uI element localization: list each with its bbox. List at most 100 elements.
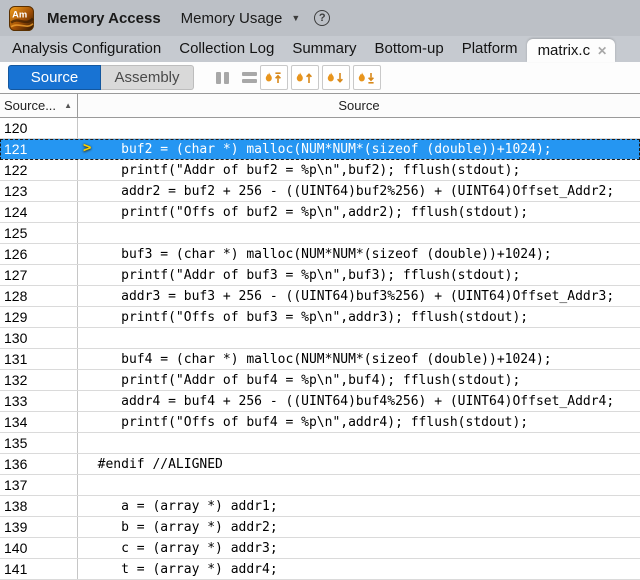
help-icon[interactable]: ?: [314, 10, 331, 26]
tab-analysis-configuration[interactable]: Analysis Configuration: [12, 40, 162, 57]
table-row[interactable]: 133 > addr4 = buf4 + 256 - ((UINT64)buf4…: [0, 391, 640, 412]
source-header-label: Source: [338, 98, 380, 113]
source-code-cell: > printf("Offs of buf4 = %p\n",addr4); f…: [78, 412, 640, 432]
table-row[interactable]: 141 > t = (array *) addr4;: [0, 559, 640, 580]
tab-summary[interactable]: Summary: [292, 40, 357, 57]
line-number-cell: 136: [0, 454, 78, 474]
line-number-cell: 124: [0, 202, 78, 222]
tab-matrix-c[interactable]: matrix.c ✕: [526, 39, 616, 62]
line-number-cell: 120: [0, 118, 78, 138]
table-row[interactable]: 134 > printf("Offs of buf4 = %p\n",addr4…: [0, 412, 640, 433]
table-row[interactable]: 136 > #endif //ALIGNED: [0, 454, 640, 475]
source-code-text: c = (array *) addr3;: [82, 540, 278, 556]
source-code-text: printf("Addr of buf2 = %p\n",buf2); fflu…: [82, 162, 521, 178]
flame-arrow-up-bar-icon: [265, 71, 281, 83]
source-line-header-label: Source...: [4, 98, 57, 113]
assembly-view-button[interactable]: Assembly: [101, 65, 194, 90]
source-code-text: b = (array *) addr2;: [82, 519, 278, 535]
line-number-cell: 131: [0, 349, 78, 369]
source-code-text: #endif //ALIGNED: [82, 456, 223, 472]
source-code-cell: > printf("Addr of buf4 = %p\n",buf4); ff…: [78, 370, 640, 390]
source-code-cell: > c = (array *) addr3;: [78, 538, 640, 558]
table-row[interactable]: 135 >: [0, 433, 640, 454]
flame-arrow-down-bar-icon: [358, 71, 374, 84]
source-code-text: addr3 = buf3 + 256 - ((UINT64)buf3%256) …: [82, 288, 615, 304]
title-bar: Am Memory Access Memory Usage ▼ ?: [0, 0, 640, 36]
source-view-button[interactable]: Source: [8, 65, 101, 90]
line-number-cell: 133: [0, 391, 78, 411]
source-code-text: printf("Addr of buf3 = %p\n",buf3); fflu…: [82, 267, 521, 283]
source-code-cell: > #endif //ALIGNED: [78, 454, 640, 474]
table-row[interactable]: 124 > printf("Offs of buf2 = %p\n",addr2…: [0, 202, 640, 223]
source-code-cell: > buf3 = (char *) malloc(NUM*NUM*(sizeof…: [78, 244, 640, 264]
sort-ascending-icon: ▲: [64, 101, 72, 110]
source-code-text: addr4 = buf4 + 256 - ((UINT64)buf4%256) …: [82, 393, 615, 409]
table-row[interactable]: 125 >: [0, 223, 640, 244]
table-row[interactable]: 129 > printf("Offs of buf3 = %p\n",addr3…: [0, 307, 640, 328]
amplifier-logo-icon: Am: [9, 5, 34, 31]
source-code-text: buf4 = (char *) malloc(NUM*NUM*(sizeof (…: [82, 351, 552, 367]
go-to-prev-hotspot-button[interactable]: [291, 65, 319, 90]
source-code-cell: > printf("Offs of buf2 = %p\n",addr2); f…: [78, 202, 640, 222]
chevron-down-icon: ▼: [291, 13, 301, 23]
table-row[interactable]: 131 > buf4 = (char *) malloc(NUM*NUM*(si…: [0, 349, 640, 370]
current-line-marker-icon: >: [83, 140, 92, 156]
tab-bottom-up[interactable]: Bottom-up: [374, 40, 444, 57]
line-number-cell: 132: [0, 370, 78, 390]
source-code-cell: > t = (array *) addr4;: [78, 559, 640, 579]
tab-collection-log[interactable]: Collection Log: [179, 40, 275, 57]
viewpoint-selector[interactable]: Memory Usage ▼: [181, 10, 301, 27]
table-row[interactable]: 120 >: [0, 118, 640, 139]
table-row[interactable]: 130 >: [0, 328, 640, 349]
grid-header-row: Source... ▲ Source: [0, 94, 640, 118]
source-code-text: t = (array *) addr4;: [82, 561, 278, 577]
go-to-next-hotspot-button[interactable]: [322, 65, 350, 90]
source-code-text: printf("Addr of buf4 = %p\n",buf4); fflu…: [82, 372, 521, 388]
table-row[interactable]: 138 > a = (array *) addr1;: [0, 496, 640, 517]
line-number-cell: 135: [0, 433, 78, 453]
line-number-cell: 129: [0, 307, 78, 327]
line-number-cell: 126: [0, 244, 78, 264]
table-row[interactable]: 139 > b = (array *) addr2;: [0, 517, 640, 538]
source-code-cell: > b = (array *) addr2;: [78, 517, 640, 537]
line-number-cell: 121: [0, 139, 78, 159]
table-row[interactable]: 126 > buf3 = (char *) malloc(NUM*NUM*(si…: [0, 244, 640, 265]
column-header-source[interactable]: Source: [78, 94, 640, 117]
source-code-table: 120 > 121 > buf2 = (char *) malloc(NUM*N…: [0, 118, 640, 580]
assembly-grouping-icon[interactable]: [242, 72, 257, 83]
line-number-cell: 130: [0, 328, 78, 348]
go-to-biggest-hotspot-button[interactable]: [260, 65, 288, 90]
close-icon[interactable]: ✕: [597, 43, 608, 58]
viewpoint-label: Memory Usage: [180, 9, 283, 27]
tab-label: matrix.c: [537, 42, 591, 59]
line-number-cell: 123: [0, 181, 78, 201]
table-row[interactable]: 140 > c = (array *) addr3;: [0, 538, 640, 559]
table-row[interactable]: 123 > addr2 = buf2 + 256 - ((UINT64)buf2…: [0, 181, 640, 202]
line-number-cell: 141: [0, 559, 78, 579]
source-code-cell: >: [78, 328, 640, 348]
table-row[interactable]: 132 > printf("Addr of buf4 = %p\n",buf4)…: [0, 370, 640, 391]
line-number-cell: 138: [0, 496, 78, 516]
table-row[interactable]: 128 > addr3 = buf3 + 256 - ((UINT64)buf3…: [0, 286, 640, 307]
source-code-text: buf3 = (char *) malloc(NUM*NUM*(sizeof (…: [82, 246, 552, 262]
source-code-text: addr2 = buf2 + 256 - ((UINT64)buf2%256) …: [82, 183, 615, 199]
source-code-text: printf("Offs of buf4 = %p\n",addr4); ffl…: [82, 414, 529, 430]
column-header-source-line[interactable]: Source... ▲: [0, 94, 78, 117]
tab-platform[interactable]: Platform: [461, 40, 518, 57]
pause-icon[interactable]: [216, 71, 229, 84]
source-code-cell: > printf("Offs of buf3 = %p\n",addr3); f…: [78, 307, 640, 327]
svg-text:Am: Am: [12, 9, 27, 19]
table-row[interactable]: 121 > buf2 = (char *) malloc(NUM*NUM*(si…: [0, 139, 640, 160]
line-number-cell: 139: [0, 517, 78, 537]
line-number-cell: 140: [0, 538, 78, 558]
table-row[interactable]: 122 > printf("Addr of buf2 = %p\n",buf2)…: [0, 160, 640, 181]
result-tab-bar: Analysis Configuration Collection Log Su…: [0, 36, 640, 62]
source-code-text: buf2 = (char *) malloc(NUM*NUM*(sizeof (…: [82, 141, 552, 157]
go-to-smallest-hotspot-button[interactable]: [353, 65, 381, 90]
source-code-cell: > printf("Addr of buf3 = %p\n",buf3); ff…: [78, 265, 640, 285]
table-row[interactable]: 137 >: [0, 475, 640, 496]
source-code-cell: > addr2 = buf2 + 256 - ((UINT64)buf2%256…: [78, 181, 640, 201]
table-row[interactable]: 127 > printf("Addr of buf3 = %p\n",buf3)…: [0, 265, 640, 286]
source-code-cell: >: [78, 475, 640, 495]
